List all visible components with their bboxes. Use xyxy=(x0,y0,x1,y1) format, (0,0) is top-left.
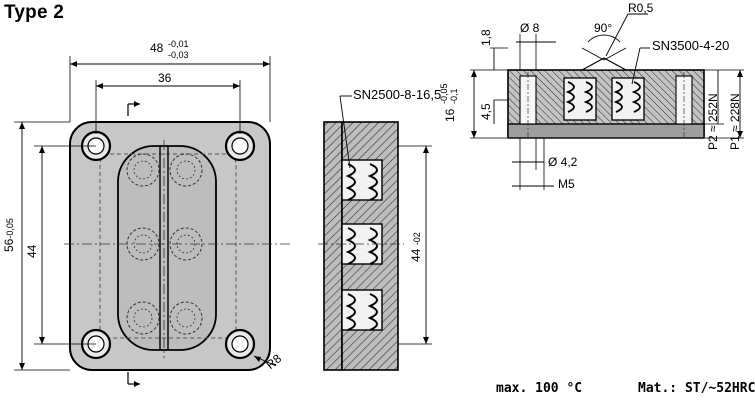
spring-cavities xyxy=(341,159,383,331)
detail-d2-label: Ø 8 xyxy=(520,21,540,35)
page-title: Type 2 xyxy=(4,2,64,23)
side-height-value: 44 xyxy=(409,248,423,262)
force-p2-label: P2 ≈ 252N xyxy=(706,93,720,150)
detail-dim16-label: 16 xyxy=(443,108,457,122)
side-spring-label: SN2500-8-16,5 xyxy=(353,87,442,102)
side-height-tol: -02 xyxy=(412,232,422,246)
detail-dim16-tol-lower: -0,1 xyxy=(449,88,459,104)
height-dim-label: 56-0,05 xyxy=(2,218,16,252)
side-view xyxy=(318,95,432,371)
detail-thread-label: M5 xyxy=(558,177,575,191)
detail-d1-label: 1,8 xyxy=(479,29,493,46)
plate-recess xyxy=(117,145,217,351)
detail-angle-label: 90° xyxy=(594,21,613,35)
detail-spring-label: SN3500-4-20 xyxy=(652,38,730,53)
side-height-label: 44 -02 xyxy=(409,232,423,262)
force-p1-label: P1 ≈ 228N xyxy=(728,93,742,150)
detail-radius-label: R0,5 xyxy=(628,1,654,15)
width-tol-upper: -0,01 xyxy=(168,39,189,49)
front-view xyxy=(14,56,290,387)
temperature-label: max. 100 °C xyxy=(496,381,583,396)
width-dim-label: 48 xyxy=(150,41,164,55)
detail-view xyxy=(470,13,744,190)
width-tol-lower: -0,03 xyxy=(168,50,189,60)
material-label: Mat.: ST/~52HRC xyxy=(638,381,755,396)
height-dim-value: 56 xyxy=(2,238,16,252)
detail-dim45-label: 4,5 xyxy=(479,103,493,120)
vertical-spacing-label: 44 xyxy=(25,244,39,258)
height-dim-tol: -0,05 xyxy=(5,218,15,239)
hole-spacing-label: 36 xyxy=(158,71,172,85)
detail-bore-label: Ø 4,2 xyxy=(548,155,578,169)
